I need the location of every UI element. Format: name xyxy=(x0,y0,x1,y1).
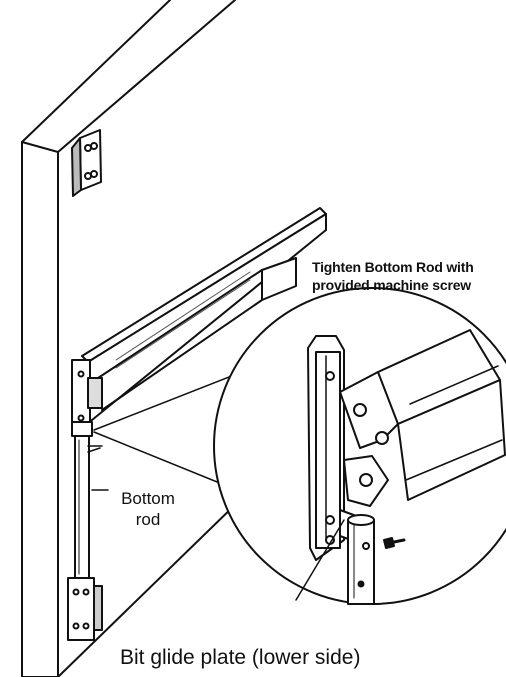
bottom-rod-label: Bottom rod xyxy=(104,488,192,530)
callout-line-2: provided machine screw xyxy=(312,277,471,293)
door-shading xyxy=(115,271,251,369)
rod-label-line-1: Bottom xyxy=(121,489,175,508)
bottom-rod xyxy=(71,421,103,579)
top-strike-bracket xyxy=(71,129,102,197)
bottom-latch xyxy=(67,577,103,641)
rod-label-line-2: rod xyxy=(135,510,161,529)
detail-magnifier xyxy=(213,287,506,605)
push-bar xyxy=(71,207,327,431)
glide-plate-caption: Bit glide plate (lower side) xyxy=(120,646,361,669)
detail-leader-lines xyxy=(91,367,253,491)
callout-tighten-rod: Tighten Bottom Rod with provided machine… xyxy=(312,258,502,294)
callout-line-1: Tighten Bottom Rod with xyxy=(312,259,474,275)
